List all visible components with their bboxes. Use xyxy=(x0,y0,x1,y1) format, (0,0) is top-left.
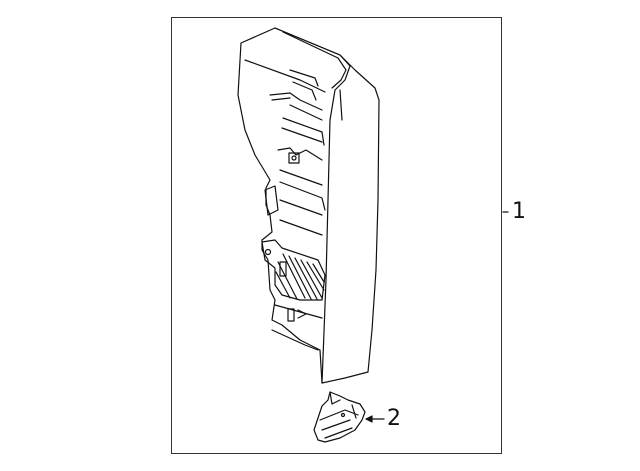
callout-1: 1 xyxy=(512,199,526,224)
module-hatch xyxy=(261,239,326,301)
callout-2: 2 xyxy=(387,406,401,431)
lamp-housing-drawing xyxy=(237,27,380,384)
diagram-frame xyxy=(171,17,502,454)
socket-bracket-drawing xyxy=(313,391,366,443)
arrowhead-2 xyxy=(365,415,373,423)
